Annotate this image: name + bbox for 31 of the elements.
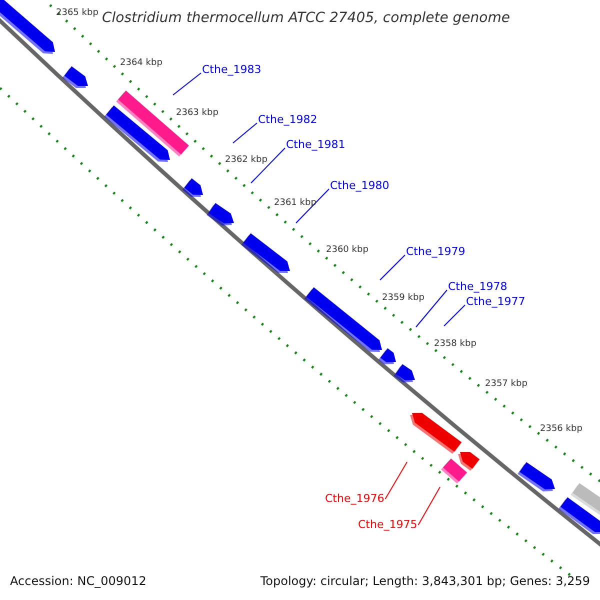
gene-label: Cthe_1982	[258, 113, 318, 126]
diagram-title: Clostridium thermocellum ATCC 27405, complete genome	[100, 10, 512, 26]
genome-summary-text: Topology: circular; Length: 3,843,301 bp; Genes: 3,259	[260, 574, 590, 588]
leader-line	[444, 304, 466, 326]
gene-label: Cthe_1978	[448, 280, 508, 293]
accession-text: Accession: NC_009012	[10, 574, 146, 588]
gene-label: Cthe_1975	[358, 518, 418, 531]
leader-line	[250, 148, 286, 184]
scale-label: 2357 kbp	[485, 379, 528, 390]
gene-label: Cthe_1980	[330, 179, 390, 192]
leader-line	[172, 72, 202, 96]
scale-label: 2365 kbp	[56, 8, 98, 19]
scale-label: 2356 kbp	[540, 424, 582, 435]
gene-label: Cthe_1981	[286, 138, 346, 151]
scale-label: 2362 kbp	[225, 155, 268, 166]
scale-label: 2358 kbp	[434, 339, 476, 350]
leader-line	[416, 290, 448, 328]
leader-line	[296, 188, 330, 224]
leader-line	[380, 254, 406, 280]
scale-label: 2360 kbp	[326, 245, 368, 256]
gene-label: Cthe_1976	[325, 492, 384, 505]
gene-label: Cthe_1977	[466, 295, 526, 308]
gene-label: Cthe_1979	[406, 245, 466, 258]
scale-label: 2361 kbp	[274, 198, 316, 209]
leader-line	[418, 486, 440, 526]
leader-line	[384, 462, 408, 500]
gene-label: Cthe_1983	[202, 63, 262, 76]
leader-line	[232, 122, 258, 144]
scale-label: 2363 kbp	[176, 108, 218, 119]
scale-label: 2359 kbp	[382, 293, 424, 304]
scale-label: 2364 kbp	[120, 58, 162, 69]
